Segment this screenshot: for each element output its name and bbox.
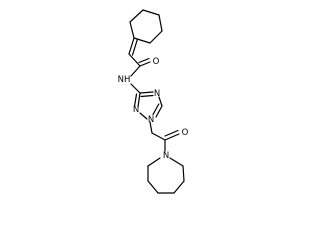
carbonyl-to-nh-bond [130,65,141,77]
triazole-n4-label: N [154,89,160,99]
amide-oxygen-label: O [153,57,160,67]
triazole-n1-label: N [148,115,154,125]
cyclohexane-ring [129,9,163,44]
exocyclic-double-bond [128,37,139,56]
amide-nh-label: NH [118,75,131,85]
ketone-oxygen-label: O [182,128,189,138]
methylene-to-ketone-bond [151,132,166,141]
vinyl-to-carbonyl-bond [128,53,141,67]
ketone-carbonyl-bond [164,129,180,141]
molecule-structure: O NH N N N O N [118,9,189,194]
amide-carbonyl-bond [138,57,151,67]
triazole-n2-label: N [133,105,139,115]
nh-to-triazole-bond [130,83,141,94]
triazole-ring [133,91,163,120]
azepane-nitrogen-label: N [163,151,169,161]
n1-to-methylene-bond [149,121,153,134]
azepane-ring [147,157,185,194]
